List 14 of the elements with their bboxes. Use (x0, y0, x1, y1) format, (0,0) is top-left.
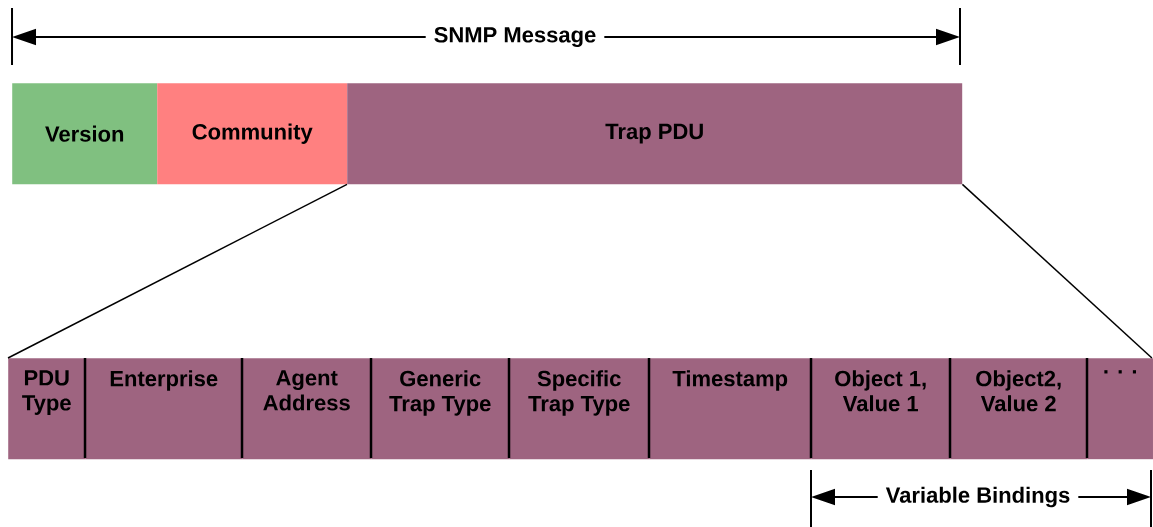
field-box: Version (12, 83, 158, 185)
connector-line (961, 183, 1153, 359)
field-cell: Object 1, Value 1 (811, 358, 951, 460)
field-box: Trap PDU (347, 83, 963, 185)
field-cell: PDU Type (8, 358, 86, 460)
field-cell: Agent Address (242, 358, 372, 460)
dimension-label: Variable Bindings (877, 483, 1079, 511)
connector-line (7, 183, 348, 359)
field-cell: Specific Trap Type (509, 358, 650, 460)
field-cell: Timestamp (649, 358, 812, 460)
field-cell: . . . (1087, 358, 1153, 460)
field-box: Community (157, 83, 348, 185)
field-cell: Generic Trap Type (371, 358, 510, 460)
dimension-label: SNMP Message (425, 23, 605, 51)
